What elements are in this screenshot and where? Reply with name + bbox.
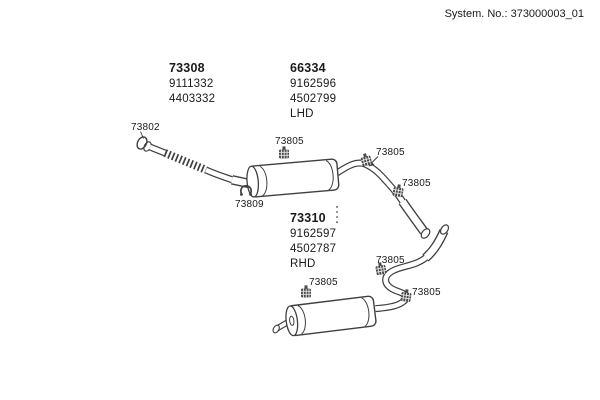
- callout-73805-2: 73805: [376, 147, 405, 158]
- ref-number: 4502799: [290, 93, 337, 105]
- callout-73805-6: 73805: [412, 287, 441, 298]
- flex-pipe-section: [163, 149, 208, 174]
- lower-exhaust-assembly: [272, 224, 450, 337]
- upper-exhaust-assembly: [136, 131, 431, 239]
- ref-number: 9111332: [169, 78, 214, 90]
- clamp-icon: [278, 145, 290, 159]
- part-group-66334: 66334 9162596 4502799 LHD: [290, 61, 336, 122]
- callout-73805-3: 73805: [402, 178, 431, 189]
- callout-73809: 73809: [235, 199, 264, 210]
- arrow-icon: [370, 156, 379, 164]
- part-number: 73310: [290, 211, 326, 225]
- callout-73805-4: 73805: [376, 255, 405, 266]
- ref-number: 4502787: [290, 243, 337, 255]
- drive-variant: RHD: [290, 258, 316, 270]
- system-number: System. No.: 373000003_01: [444, 8, 584, 20]
- drive-variant: LHD: [290, 108, 314, 120]
- lower-muffler: [285, 295, 377, 337]
- ref-number: 9162596: [290, 78, 337, 90]
- upper-muffler: [246, 158, 340, 198]
- callout-73805-1: 73805: [275, 136, 304, 147]
- ref-number: 9162597: [290, 228, 337, 240]
- callout-73805-5: 73805: [309, 277, 338, 288]
- part-number: 73308: [169, 61, 205, 75]
- part-group-73310: 73310 9162597 4502787 RHD: [290, 211, 336, 272]
- part-group-73308: 73308 9111332 4403332: [169, 61, 215, 107]
- part-number: 66334: [290, 61, 326, 75]
- callout-73802: 73802: [131, 122, 160, 133]
- ref-number: 4403332: [169, 93, 216, 105]
